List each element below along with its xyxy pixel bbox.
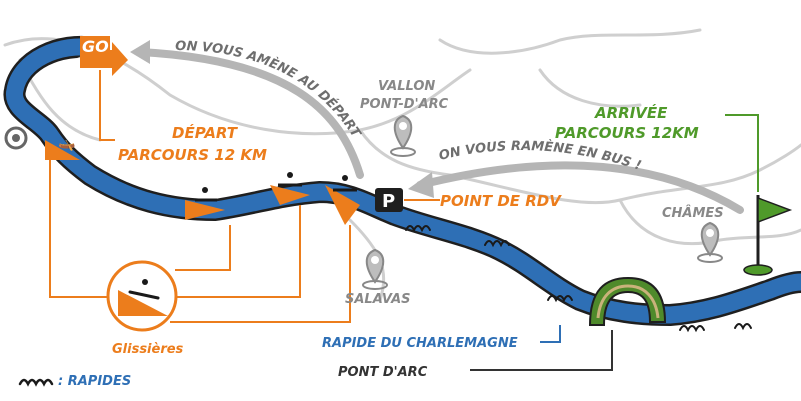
- rapid-mark: [734, 323, 752, 331]
- chames-label: CHÂMES: [662, 205, 724, 221]
- kayak-slide-1: 🛶: [45, 136, 80, 160]
- salavas-pin-icon: [362, 248, 388, 290]
- kayak-slide-4: [325, 175, 360, 225]
- legend: : RAPIDES: [18, 374, 131, 389]
- charlemagne-connector: [540, 325, 561, 343]
- glissieres-badge: [106, 260, 178, 332]
- vallon-label-2: PONT-D'ARC: [360, 97, 449, 112]
- rapids-legend-label: : RAPIDES: [58, 374, 131, 389]
- go-sign: GO: [80, 36, 128, 76]
- kayak-slides: 🛶: [45, 136, 360, 225]
- parking-icon: P: [375, 188, 403, 212]
- vallon-label-1: VALLON: [378, 79, 435, 94]
- charlemagne-label: RAPIDE DU CHARLEMAGNE: [322, 336, 518, 351]
- finish-flag-icon: [743, 195, 793, 276]
- rapids-markers: [405, 225, 752, 333]
- arrivee-subtitle: PARCOURS 12KM: [555, 124, 699, 142]
- arrivee-connector: [725, 114, 759, 192]
- rdv-label: POINT DE RDV: [440, 192, 562, 210]
- glissieres-label: Glissières: [112, 342, 184, 357]
- bus-arrow: [408, 161, 744, 214]
- kayaker-icon: 🛶: [58, 136, 76, 152]
- rapid-mark: [484, 240, 510, 248]
- salavas-label: SALAVAS: [345, 292, 411, 307]
- chames-pin-icon: [697, 221, 723, 263]
- go-label: GO: [82, 37, 109, 56]
- pont-darc-label: PONT D'ARC: [338, 365, 428, 380]
- svg-text:P: P: [382, 191, 395, 212]
- kayak-slide-3: [270, 172, 310, 205]
- rapid-mark: [405, 225, 431, 233]
- glissieres-connectors: [49, 70, 351, 323]
- rapid-mark: [679, 325, 705, 333]
- background-roads: [3, 28, 801, 302]
- vallon-pin-icon: [390, 114, 416, 157]
- rapids-legend-icon: [18, 378, 54, 387]
- return-arrow: [130, 40, 364, 179]
- target-icon: [4, 126, 28, 150]
- depart-subtitle: PARCOURS 12 KM: [118, 146, 267, 164]
- rapid-mark: [547, 295, 573, 303]
- kayak-slide-2: [185, 187, 225, 220]
- pont-darc-arch: [588, 276, 667, 326]
- pont-darc-connector: [470, 330, 613, 371]
- depart-title: DÉPART: [172, 123, 239, 142]
- arrivee-title: ARRIVÉE: [594, 103, 668, 122]
